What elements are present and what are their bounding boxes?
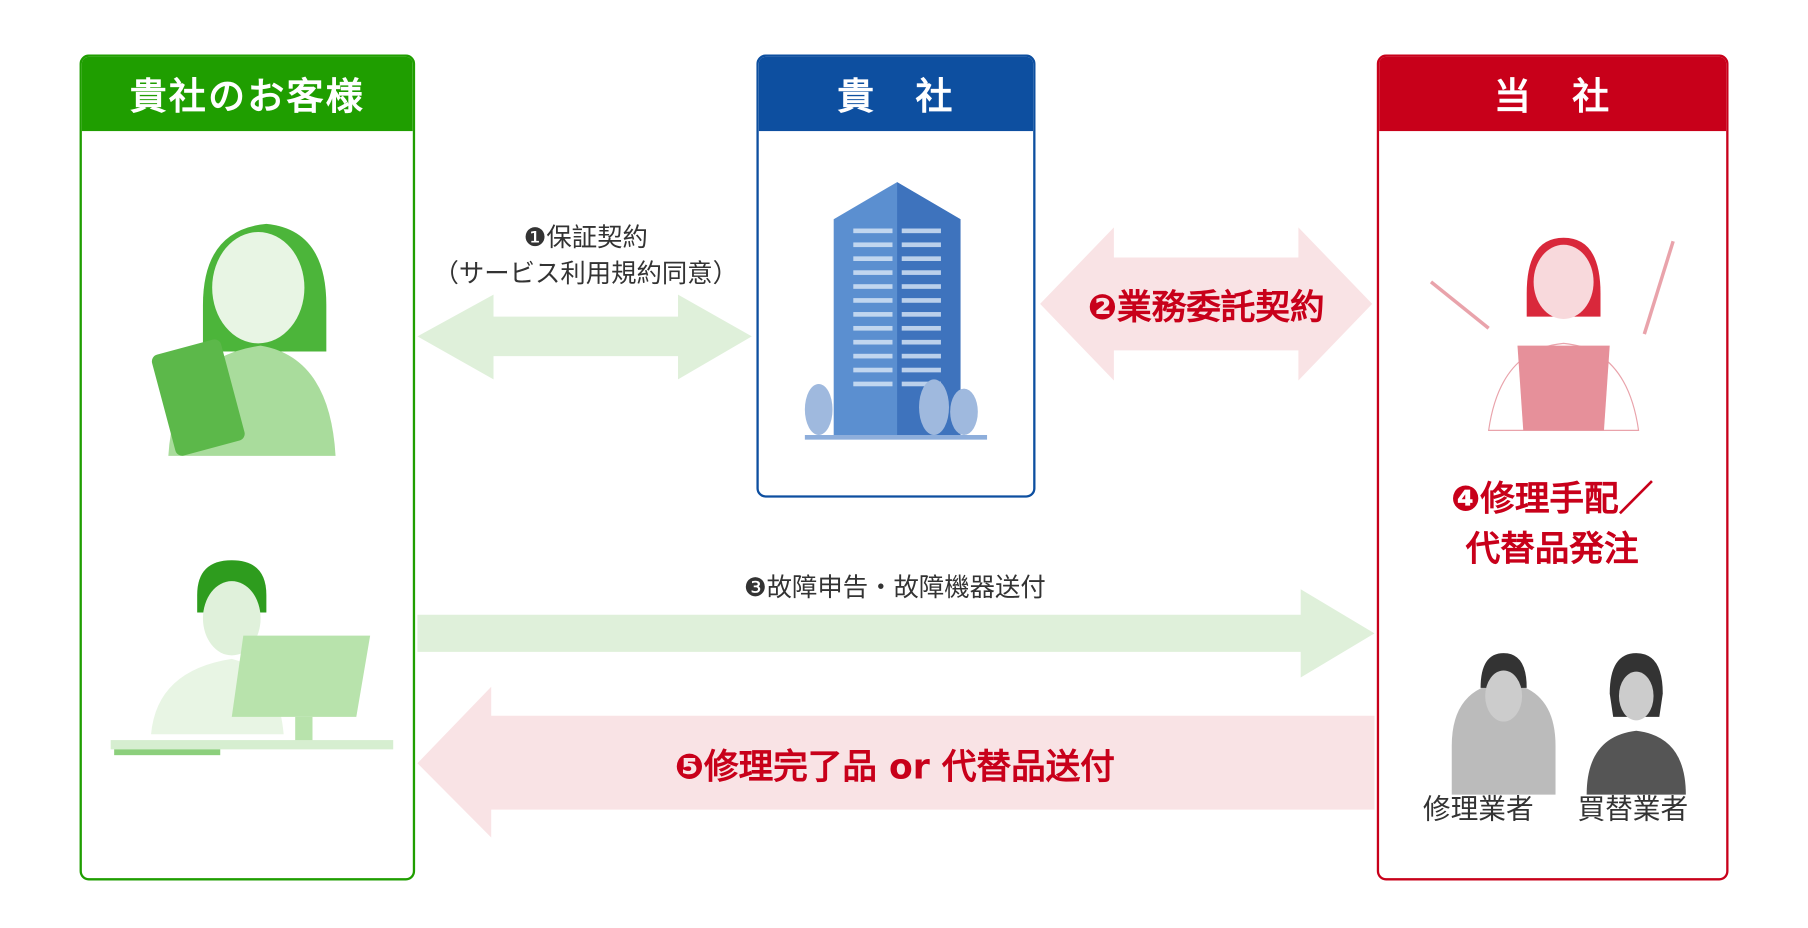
operator-with-headset-icon bbox=[1429, 237, 1675, 431]
step2-label: ❷業務委託契約 bbox=[1087, 287, 1325, 329]
step5-label: ❺修理完了品 or 代替品送付 bbox=[674, 747, 1115, 788]
us-title: 当 社 bbox=[1379, 56, 1727, 132]
office-building-icon bbox=[804, 182, 988, 440]
arrow-step5 bbox=[417, 686, 1375, 838]
step4-label-line2: 代替品発注 bbox=[1465, 528, 1639, 570]
replacement-vendor-label: 買替業者 bbox=[1577, 792, 1689, 826]
woman-with-tablet-icon bbox=[151, 223, 336, 456]
us-illustrations bbox=[1429, 237, 1686, 795]
step1-sublabel: （サービス利用規約同意） bbox=[433, 259, 738, 289]
customer-panel: 貴社のお客様 bbox=[79, 54, 416, 881]
step4-label-line1: ❹修理手配／ bbox=[1450, 479, 1654, 520]
client-title: 貴 社 bbox=[758, 56, 1034, 132]
arrow-step2 bbox=[1040, 227, 1373, 381]
arrow-step1 bbox=[417, 294, 752, 380]
arrow-step3 bbox=[417, 589, 1375, 678]
step1-label: ❶保証契約 bbox=[523, 223, 648, 253]
repair-vendor-icon bbox=[1451, 653, 1556, 795]
client-panel: 貴 社 bbox=[756, 54, 1036, 498]
man-at-computer-icon bbox=[110, 560, 394, 756]
customer-illustrations bbox=[110, 223, 394, 756]
us-panel: 当 社 bbox=[1376, 54, 1729, 881]
repair-vendor-label: 修理業者 bbox=[1422, 792, 1534, 826]
step3-label: ❸故障申告・故障機器送付 bbox=[743, 574, 1046, 604]
customer-title: 貴社のお客様 bbox=[81, 56, 413, 132]
replacement-vendor-icon bbox=[1586, 653, 1686, 795]
